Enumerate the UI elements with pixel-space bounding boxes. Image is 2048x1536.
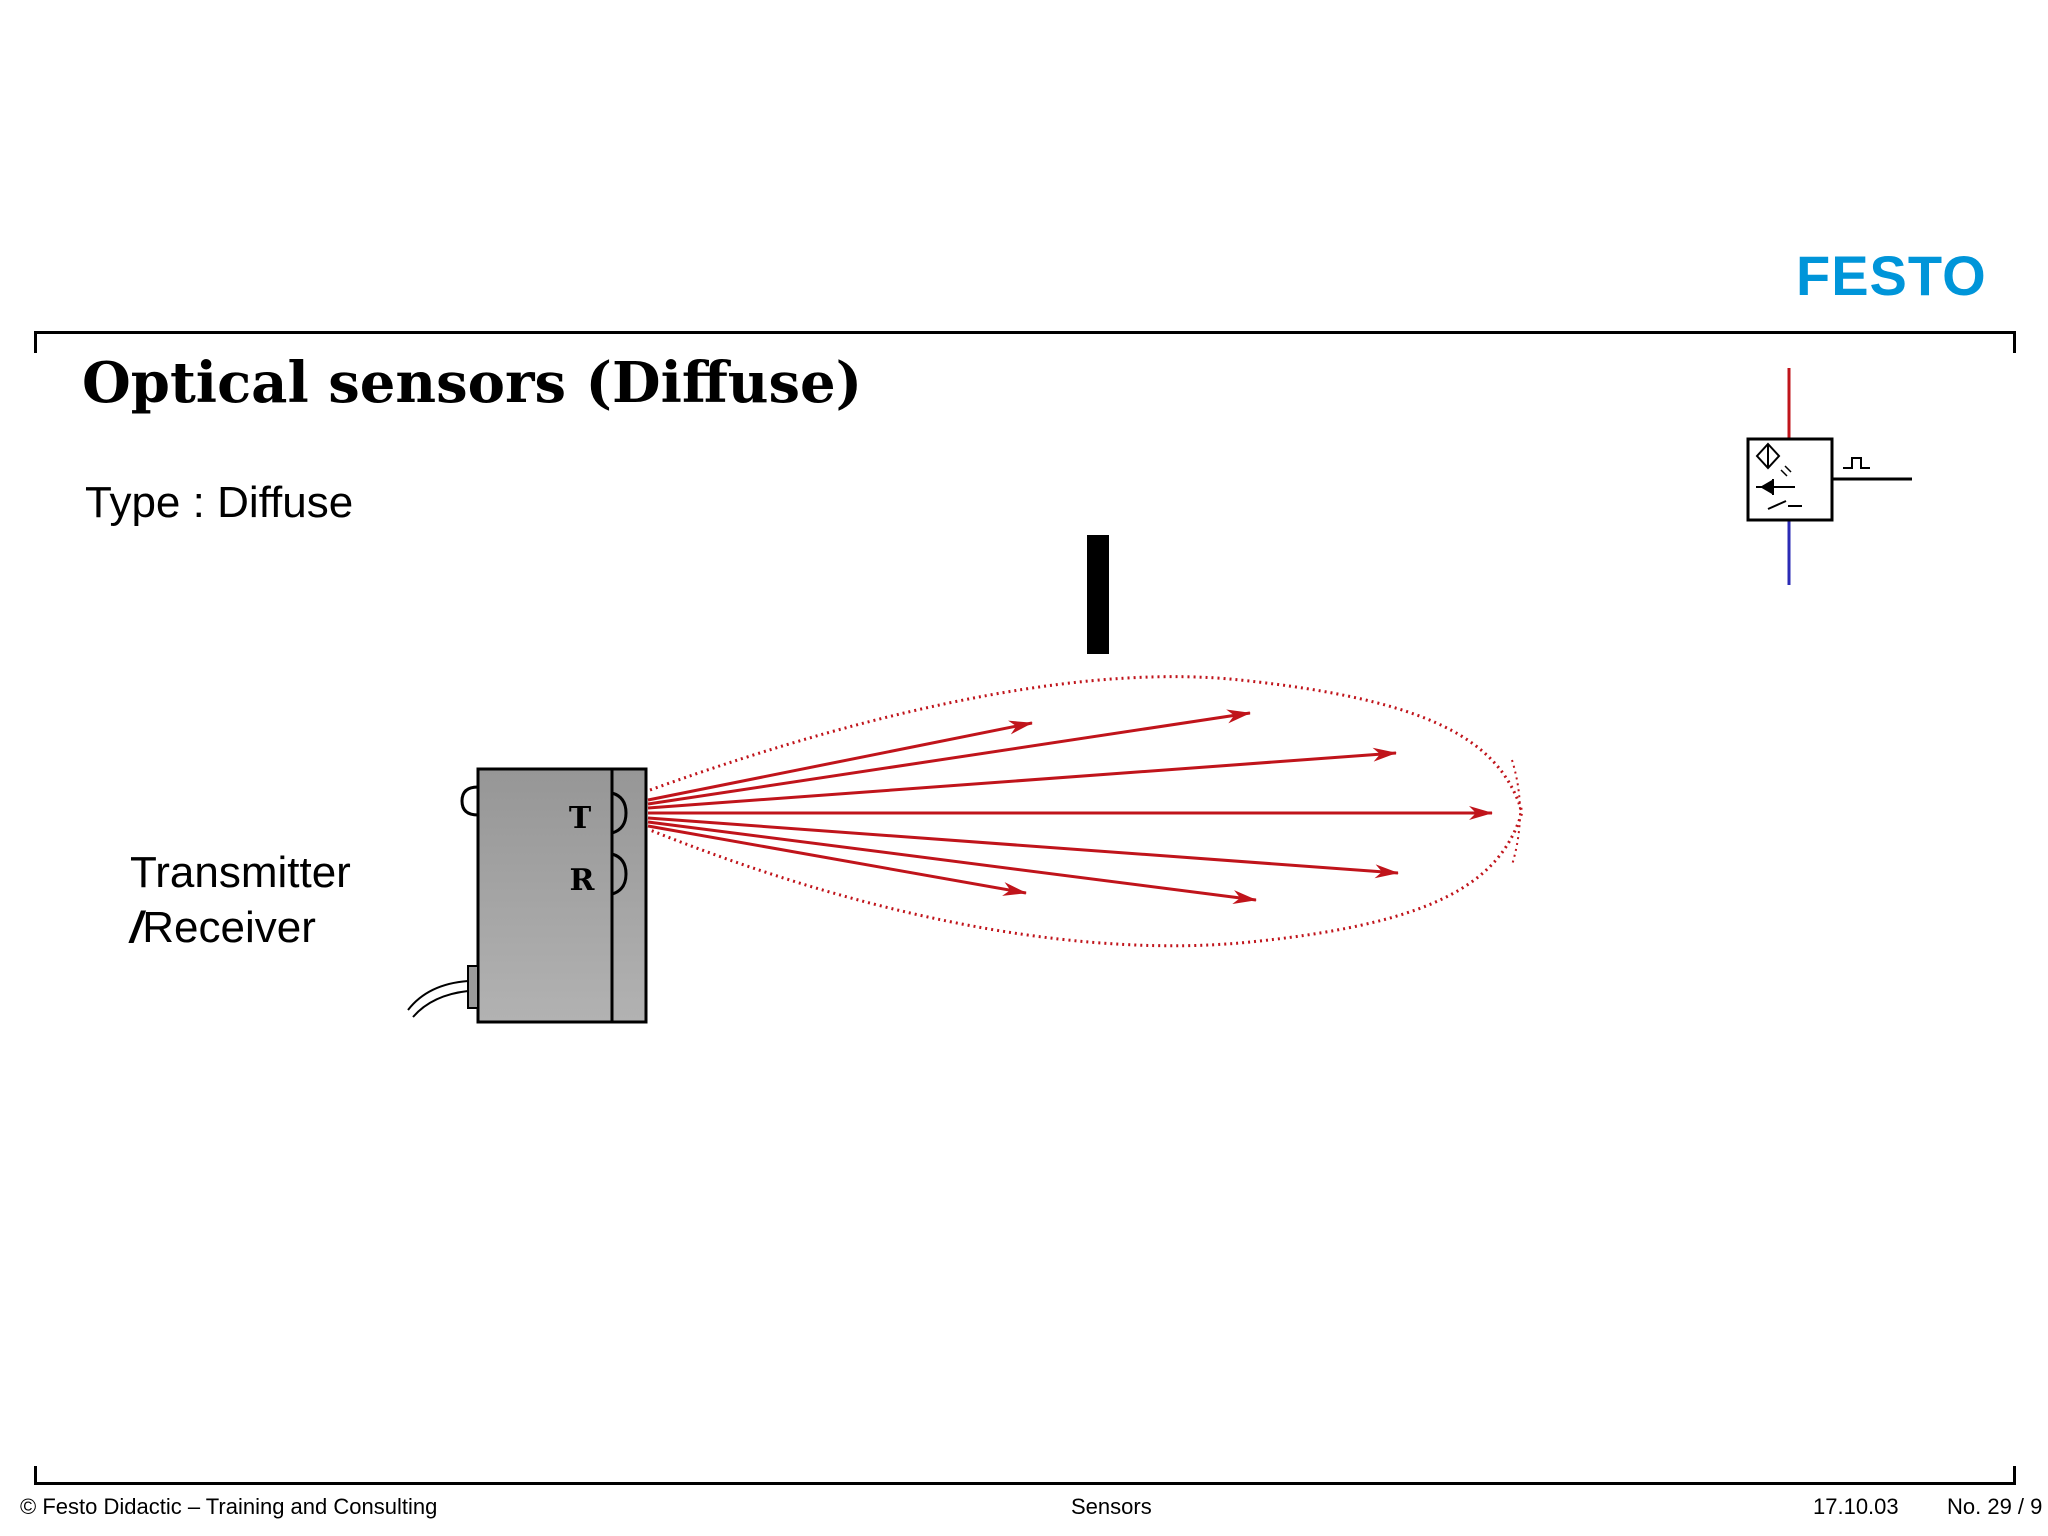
mounting-tab xyxy=(460,785,479,817)
receiver-lens xyxy=(611,852,628,896)
type-label: Type : Diffuse xyxy=(85,478,354,527)
footer-date: 17.10.03 xyxy=(1813,1494,1899,1519)
cable xyxy=(407,980,469,1011)
beam xyxy=(647,824,1027,896)
transmitter-lens xyxy=(611,791,628,835)
sensor-body xyxy=(476,767,648,1024)
beam xyxy=(647,720,1033,802)
label-slash: / xyxy=(130,903,143,952)
light-beams xyxy=(647,709,1493,905)
transmitter-label: Transmitter xyxy=(130,848,351,897)
festo-logo: FESTO xyxy=(1796,244,1987,307)
cable-gland xyxy=(467,965,479,1009)
beam xyxy=(647,816,1399,879)
footer-topic: Sensors xyxy=(1071,1494,1152,1519)
beam xyxy=(647,747,1397,810)
beam xyxy=(647,709,1251,806)
sensor-housing xyxy=(407,767,648,1024)
transmitter-receiver-label: Transmitter /Receiver xyxy=(130,845,351,955)
diffuse-sensor-symbol-icon xyxy=(1746,368,1912,585)
footer-page-number: No. 29 / 9 xyxy=(1947,1494,2043,1519)
receiver-label: Receiver xyxy=(142,903,316,952)
header-rule xyxy=(34,331,2016,353)
receiver-label-line: /Receiver xyxy=(130,900,351,955)
detection-zone-edge xyxy=(1511,759,1521,866)
slide-title: Optical sensors (Diffuse) xyxy=(82,350,863,416)
receiver-letter: R xyxy=(570,863,596,898)
cable xyxy=(412,990,469,1018)
target-object xyxy=(1087,535,1109,654)
footer-rule xyxy=(34,1466,2016,1485)
transmitter-letter: T xyxy=(569,801,592,836)
footer-copyright: © Festo Didactic – Training and Consulti… xyxy=(20,1494,438,1519)
detection-zone xyxy=(649,675,1524,948)
beam xyxy=(647,820,1257,905)
